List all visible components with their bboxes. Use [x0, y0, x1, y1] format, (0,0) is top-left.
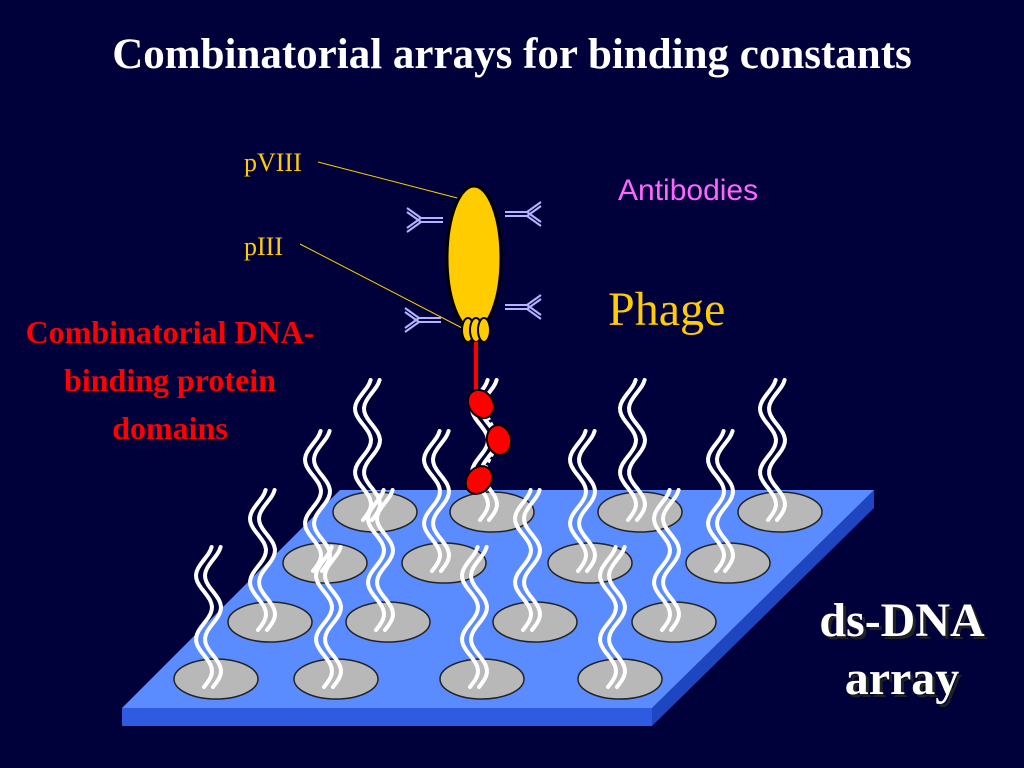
array-spot	[332, 491, 418, 533]
double-helix-icon	[459, 545, 490, 689]
dna-strands	[193, 378, 788, 689]
double-helix-icon	[421, 429, 452, 573]
piii-label: pIII	[244, 232, 283, 261]
array-spot	[345, 601, 431, 643]
binding-domain-3	[464, 465, 494, 495]
array-spot	[685, 542, 771, 584]
double-helix-icon	[597, 545, 628, 689]
antibody-group	[404, 201, 542, 333]
double-helix-icon	[193, 545, 224, 689]
y-shape-antibody-icon	[505, 201, 542, 227]
array-spots	[173, 491, 823, 700]
array-spot	[547, 542, 633, 584]
slide-title: Combinatorial arrays for binding constan…	[112, 31, 912, 78]
double-helix-icon	[705, 429, 736, 573]
array-spot	[293, 658, 379, 700]
double-helix-icon	[352, 378, 383, 522]
array-spot	[737, 491, 823, 533]
double-helix-icon	[313, 545, 344, 689]
double-helix-icon	[567, 429, 598, 573]
array-spot	[439, 658, 525, 700]
phage-body	[445, 184, 503, 332]
binding-domain-1	[466, 388, 496, 420]
binding-domain-2	[485, 424, 513, 456]
y-shape-antibody-icon	[406, 207, 443, 233]
array-spot	[631, 601, 717, 643]
double-helix-icon	[512, 488, 543, 632]
pviii-label: pVIII	[244, 148, 302, 177]
antibodies-label: Antibodies	[618, 174, 759, 207]
array-spot	[227, 601, 313, 643]
array-spot	[597, 491, 683, 533]
pviii-pointer-line	[317, 161, 466, 201]
y-shape-antibody-icon	[505, 294, 542, 320]
double-helix-icon	[617, 378, 648, 522]
array-spot	[173, 658, 259, 700]
array-spot	[401, 542, 487, 584]
ds-dna-array-label: ds-DNA array	[819, 594, 985, 705]
piii-protein-right	[477, 317, 491, 343]
double-helix-icon	[365, 488, 396, 632]
double-helix-icon	[302, 429, 333, 573]
array-spot	[577, 658, 663, 700]
phage-label: Phage	[608, 283, 726, 336]
plate-right-side	[652, 490, 874, 726]
double-helix-icon	[757, 378, 788, 522]
dna-binding-domains-label: Combinatorial DNA-binding protein domain…	[25, 314, 315, 446]
double-helix-icon	[247, 488, 278, 632]
array-spot	[492, 601, 578, 643]
array-spot	[449, 491, 535, 533]
phage-particle	[445, 184, 513, 495]
y-shape-antibody-icon	[404, 307, 441, 333]
piii-pointer-line	[299, 243, 467, 331]
plate-front-side	[122, 708, 652, 726]
double-helix-icon	[651, 488, 682, 632]
